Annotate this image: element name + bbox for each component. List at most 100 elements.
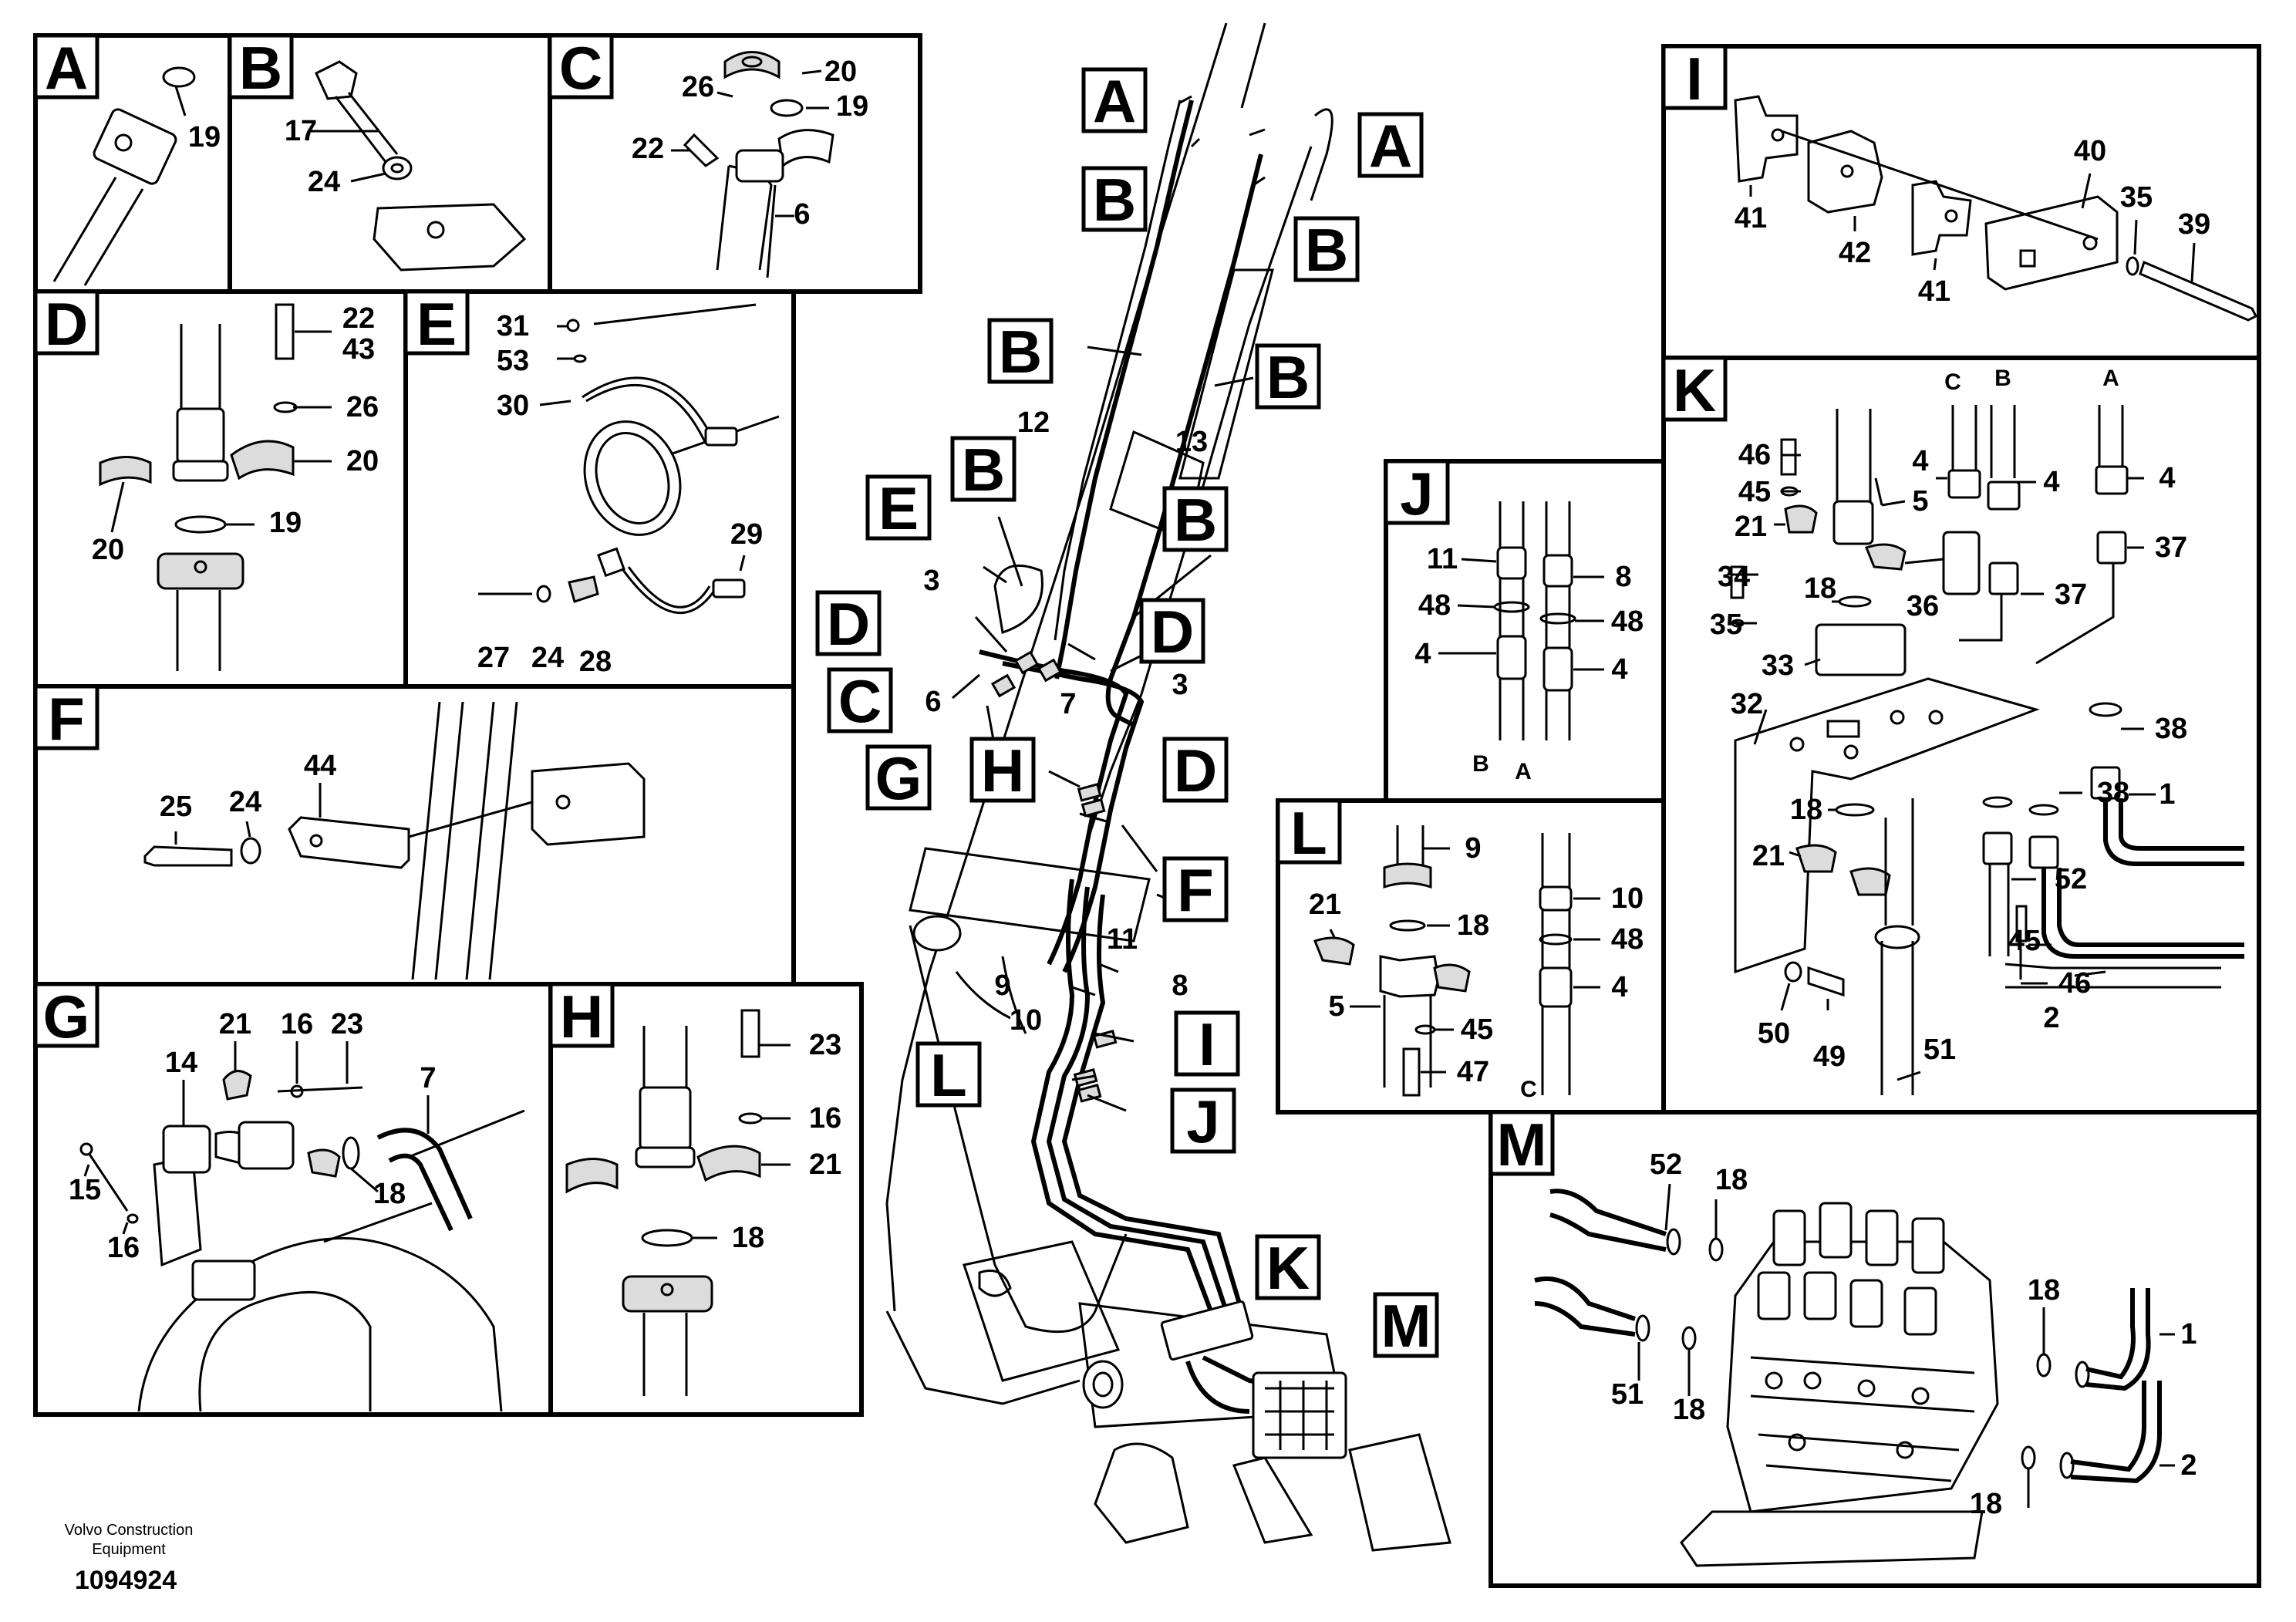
panel-g-part-7: 7 — [420, 1062, 436, 1094]
main-part-6: 6 — [925, 686, 941, 718]
panel-g-part-21: 21 — [219, 1008, 251, 1040]
panel-k-part-18: 18 — [1804, 572, 1836, 605]
panel-j-part-48b: 48 — [1611, 605, 1644, 638]
panel-k-hose-c: C — [1944, 369, 1961, 395]
panel-h-part-23: 23 — [809, 1029, 841, 1061]
panel-g-part-15: 15 — [69, 1174, 101, 1206]
panel-b-part-24: 24 — [308, 166, 340, 198]
panel-c-letter: C — [559, 34, 602, 102]
panel-k-part-4c: 4 — [2159, 462, 2175, 494]
main-callout-d3: D — [1174, 737, 1217, 804]
panel-k-part-36: 36 — [1907, 590, 1939, 622]
panel-k-hose-a: A — [2102, 366, 2119, 391]
detail-panel-h: H 23 16 21 18 — [548, 982, 864, 1417]
main-callout-h: H — [981, 737, 1024, 804]
main-callout-d1: D — [827, 590, 870, 658]
panel-l-part-18: 18 — [1457, 909, 1489, 942]
panel-k-part-1: 1 — [2159, 778, 2175, 811]
panel-c-part-22: 22 — [632, 133, 664, 165]
main-callout-b6: B — [1174, 486, 1217, 554]
detail-panel-d: D 22 43 26 20 19 20 — [33, 289, 408, 689]
company-name-line2: Equipment — [92, 1541, 166, 1558]
panel-l-part-5: 5 — [1328, 990, 1344, 1023]
main-callout-m: M — [1381, 1292, 1431, 1360]
detail-panel-l: L 9 21 18 5 45 47 10 48 4 C — [1276, 798, 1666, 1114]
main-part-7: 7 — [1060, 688, 1076, 720]
panel-e-part-28: 28 — [579, 646, 612, 678]
main-callout-d2: D — [1151, 598, 1194, 666]
panel-k-part-21b: 21 — [1752, 840, 1785, 872]
panel-g-part-16b: 16 — [107, 1232, 140, 1264]
panel-d-letter: D — [45, 290, 88, 358]
figure-id: 1094924 — [75, 1566, 177, 1595]
panel-f-part-44: 44 — [304, 750, 336, 782]
main-callout-f: F — [1177, 856, 1214, 924]
panel-e-part-29: 29 — [730, 518, 763, 551]
panel-g-part-23: 23 — [331, 1008, 363, 1040]
main-callout-b3: B — [999, 318, 1042, 386]
panel-d-part-26: 26 — [346, 391, 379, 423]
main-boom-assembly: 12 13 3 6 7 3 11 9 8 10 A A B B B B B B … — [815, 22, 1451, 1552]
panel-g-letter: G — [43, 983, 90, 1050]
panel-d-part-43: 43 — [342, 333, 375, 366]
panel-d-part-22: 22 — [342, 302, 375, 335]
panel-l-hose-c: C — [1520, 1077, 1537, 1102]
panel-m-letter: M — [1497, 1111, 1547, 1179]
panel-k-part-52: 52 — [2055, 863, 2087, 895]
panel-c-part-19: 19 — [836, 90, 868, 123]
main-part-11: 11 — [1107, 923, 1138, 956]
panel-l-part-45: 45 — [1461, 1013, 1493, 1046]
main-callout-c: C — [838, 667, 882, 735]
panel-c-part-20: 20 — [824, 56, 857, 88]
main-callout-b1: B — [1093, 166, 1136, 234]
main-part-12: 12 — [1017, 406, 1050, 439]
panel-k-hose-b: B — [1994, 366, 2011, 391]
panel-a-part-19: 19 — [188, 121, 221, 153]
panel-k-part-21: 21 — [1735, 511, 1767, 543]
detail-panel-m: M 52 18 18 1 51 18 2 18 — [1489, 1110, 2261, 1588]
panel-k-part-32: 32 — [1731, 688, 1763, 720]
panel-l-part-48: 48 — [1611, 923, 1644, 956]
panel-g-part-18: 18 — [373, 1178, 406, 1210]
panel-f-part-25: 25 — [160, 791, 192, 823]
panel-m-part-51: 51 — [1611, 1378, 1644, 1411]
detail-panel-k: K — [1661, 356, 2261, 1114]
panel-k-part-38: 38 — [2155, 713, 2187, 745]
panel-k-part-45: 45 — [1738, 476, 1771, 508]
detail-panel-e: E 31 53 30 29 27 24 28 — [403, 289, 796, 689]
panel-g-part-16: 16 — [281, 1008, 313, 1040]
panel-h-part-16: 16 — [809, 1102, 841, 1135]
panel-m-part-18: 18 — [1715, 1164, 1748, 1196]
main-callout-j: J — [1186, 1088, 1219, 1155]
panel-k-part-2: 2 — [2043, 1002, 2059, 1034]
main-callout-g: G — [875, 744, 922, 812]
panel-l-part-21: 21 — [1309, 889, 1341, 921]
company-name-line1: Volvo Construction — [65, 1522, 194, 1539]
panel-i-part-41: 41 — [1735, 202, 1767, 234]
panel-e-part-24: 24 — [531, 642, 564, 674]
panel-c-part-26: 26 — [682, 71, 714, 103]
panel-k-part-35: 35 — [1710, 609, 1742, 641]
panel-d-part-19: 19 — [269, 507, 302, 539]
main-callout-b2: B — [1305, 216, 1348, 284]
panel-l-part-9: 9 — [1465, 832, 1481, 865]
panel-j-part-4b: 4 — [1611, 653, 1627, 686]
panel-e-letter: E — [416, 290, 457, 358]
main-part-8: 8 — [1172, 969, 1188, 1002]
panel-l-letter: L — [1290, 799, 1327, 867]
panel-k-part-49: 49 — [1813, 1040, 1846, 1073]
panel-j-hose-b: B — [1472, 751, 1489, 777]
detail-panel-g: G 21 16 23 14 7 15 16 18 — [33, 982, 553, 1417]
main-callout-e: E — [878, 474, 919, 542]
panel-m-part-18d: 18 — [1970, 1488, 2002, 1520]
panel-b-part-17: 17 — [285, 115, 317, 147]
panel-b-letter: B — [239, 34, 282, 102]
panel-m-part-18b: 18 — [2028, 1274, 2060, 1307]
panel-i-part-42: 42 — [1839, 237, 1871, 269]
panel-i-letter: I — [1686, 45, 1703, 113]
panel-l-part-4: 4 — [1611, 971, 1627, 1003]
main-part-3b: 3 — [1172, 669, 1188, 701]
panel-i-part-39: 39 — [2178, 208, 2210, 241]
main-callout-l: L — [930, 1041, 967, 1109]
panel-d-part-20: 20 — [346, 445, 379, 477]
